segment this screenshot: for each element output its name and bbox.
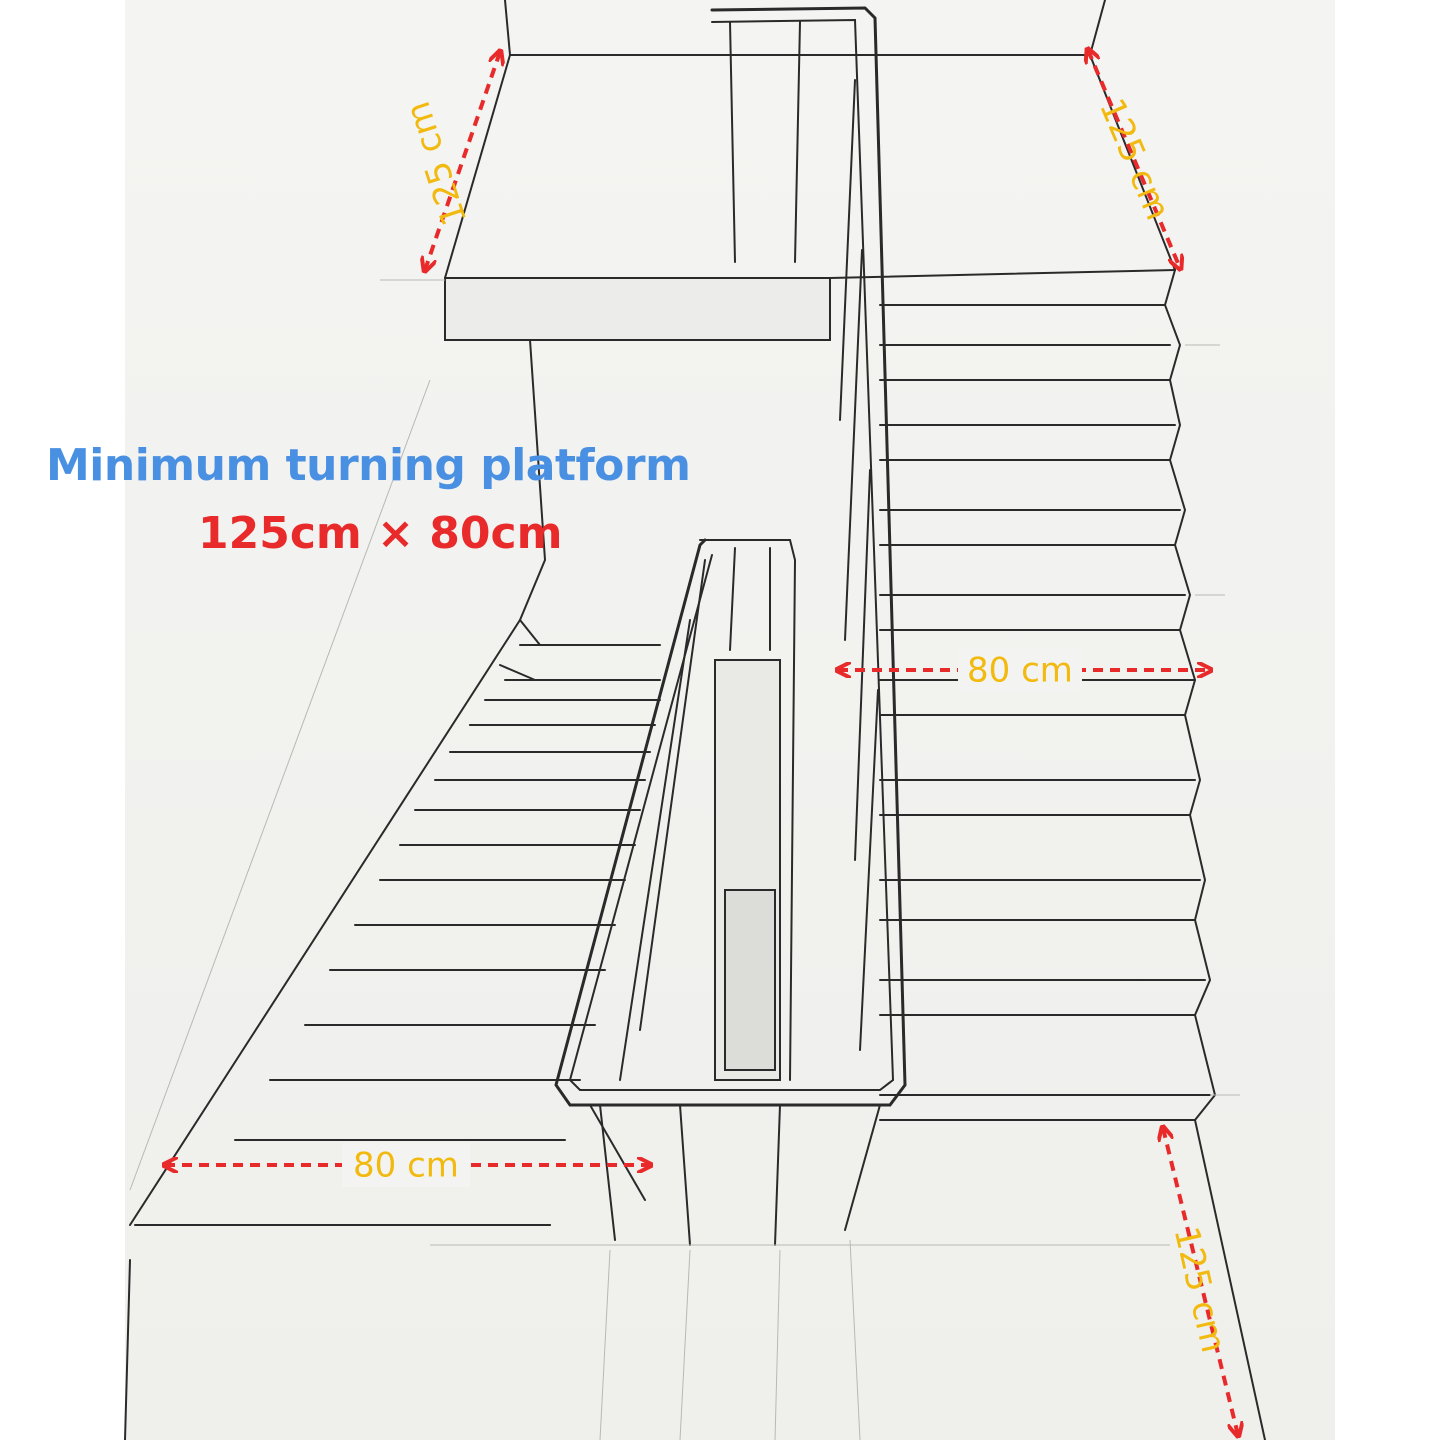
dimension-arrow-top-right xyxy=(1088,50,1180,268)
dimension-label-bottom-left: 80 cm xyxy=(353,1146,459,1186)
dimension-label-middle-right: 80 cm xyxy=(967,651,1073,691)
construction-lines xyxy=(129,279,1240,1440)
diagram-subtitle: 125cm × 80cm xyxy=(198,508,563,559)
label-backgrounds xyxy=(342,648,1082,1187)
diagram-title: Minimum turning platform xyxy=(46,440,691,491)
dimension-arrow-top-left xyxy=(425,52,500,270)
dimension-arrow-bottom-right xyxy=(1163,1128,1238,1435)
